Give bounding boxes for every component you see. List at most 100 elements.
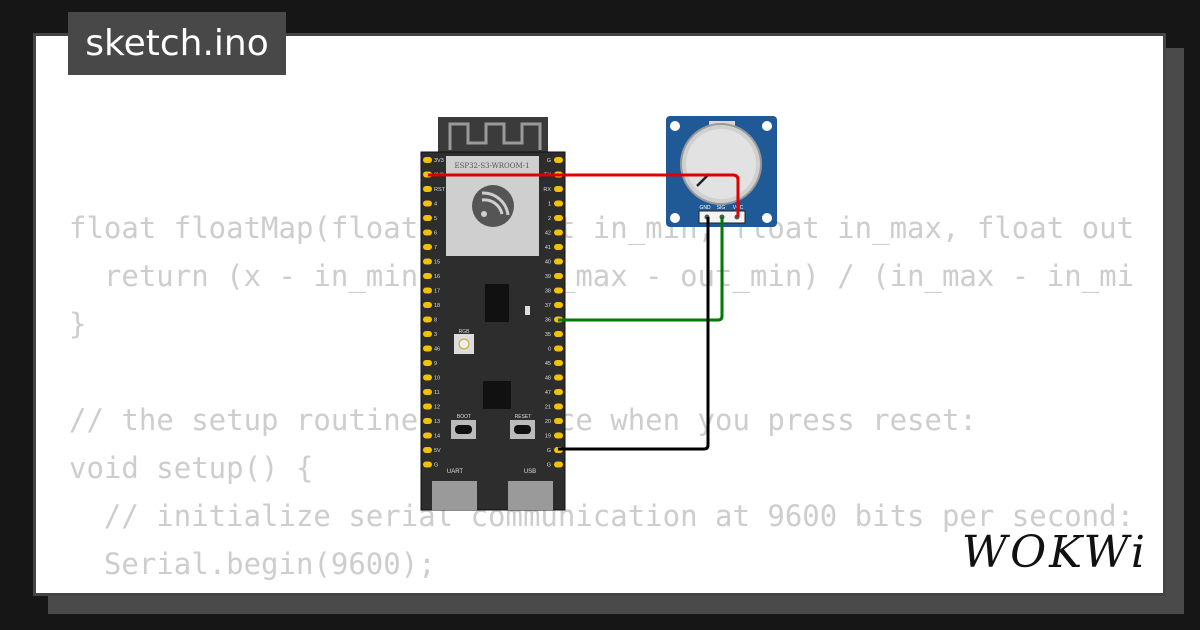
pin-label: 46 — [434, 347, 440, 353]
pin-pad[interactable] — [423, 302, 432, 308]
pin-pad[interactable] — [554, 345, 563, 352]
pin-label: 42 — [545, 231, 551, 237]
pin-pad[interactable] — [423, 316, 432, 323]
pin-label: 1 — [548, 202, 551, 208]
pin-label: 41 — [545, 245, 551, 251]
pin-pad[interactable] — [554, 229, 563, 236]
pin-label: 11 — [434, 390, 440, 396]
rgb-label: RGB — [459, 329, 471, 335]
pin-headers: 3V33V3RST4567151617188346910111213145VGG… — [423, 157, 563, 469]
code-line: void setup() { — [69, 451, 314, 485]
main-chip — [483, 381, 511, 409]
usb-chip — [485, 284, 509, 322]
signal-wire[interactable] — [558, 217, 724, 322]
pin-pad[interactable] — [423, 403, 432, 410]
pin-label: 15 — [434, 260, 440, 266]
pin-label: 3V3 — [434, 158, 444, 164]
pin-pad[interactable] — [423, 374, 432, 381]
pin-pad[interactable] — [423, 157, 432, 163]
code-line: // the setup routine runs once when you … — [69, 403, 977, 437]
usb-port — [508, 481, 553, 510]
pin-label: G — [547, 158, 551, 164]
pin-pad[interactable] — [423, 287, 432, 294]
pin-pad[interactable] — [423, 215, 432, 221]
module-label: ESP32-S3-WROOM-1 — [454, 162, 529, 170]
file-title: sketch.ino — [68, 12, 286, 75]
pin-pad[interactable] — [423, 432, 432, 439]
pin-pad[interactable] — [554, 403, 563, 410]
pin-pad[interactable] — [423, 258, 432, 265]
power-wire[interactable] — [428, 173, 740, 217]
pin-label: 17 — [434, 289, 440, 295]
pin-pad[interactable] — [554, 302, 563, 308]
pin-pad[interactable] — [554, 461, 563, 468]
reset-label: RESET — [515, 414, 532, 420]
pin-pad[interactable] — [554, 157, 563, 163]
pin-pad[interactable] — [554, 200, 563, 207]
code-background: float floatMap(float x, float in_min, fl… — [69, 204, 1134, 593]
pin-pad[interactable] — [554, 331, 563, 337]
pin-pad[interactable] — [423, 461, 432, 468]
pin-label: 21 — [545, 405, 551, 411]
pin-pad[interactable] — [554, 244, 563, 250]
pin-label: 39 — [545, 274, 551, 280]
pin-label: 12 — [434, 405, 440, 411]
espressif-logo-icon — [472, 185, 514, 227]
pot-pin-gnd: GND — [699, 205, 711, 211]
pin-pad[interactable] — [554, 287, 563, 294]
code-line: } — [69, 307, 87, 341]
pin-label: G — [547, 448, 551, 454]
pin-label: 9 — [434, 361, 437, 367]
antenna-trace — [448, 122, 542, 150]
pin-pad[interactable] — [423, 244, 432, 250]
pin-label: 3 — [434, 332, 437, 338]
pin-pad[interactable] — [554, 432, 563, 439]
pin-pad[interactable] — [554, 360, 563, 366]
pin-label: 2 — [548, 216, 551, 222]
pin-pad[interactable] — [554, 418, 563, 424]
pin-pad[interactable] — [554, 186, 563, 192]
pin-pad[interactable] — [554, 258, 563, 265]
pin-pad[interactable] — [423, 186, 432, 192]
pin-label: G — [434, 463, 438, 469]
pin-label: 10 — [434, 376, 440, 382]
pin-label: 5V — [434, 448, 441, 454]
pin-label: 0 — [548, 347, 551, 353]
pin-pad[interactable] — [423, 360, 432, 366]
pin-pad[interactable] — [423, 331, 432, 337]
pot-pin-sig: SIG — [717, 205, 726, 211]
pin-label: 45 — [545, 361, 551, 367]
pin-label: 7 — [434, 245, 437, 251]
uart-port — [432, 481, 477, 510]
usb-label: USB — [524, 469, 536, 475]
code-line: Serial.begin(9600); — [69, 547, 436, 581]
esp32-s3-board[interactable] — [420, 151, 566, 511]
pin-label: 6 — [434, 231, 437, 237]
led — [525, 306, 530, 315]
pin-pad[interactable] — [423, 447, 432, 453]
pin-pad[interactable] — [423, 200, 432, 207]
pin-pad[interactable] — [423, 418, 432, 424]
pin-pad[interactable] — [423, 229, 432, 236]
pin-label: 37 — [545, 303, 551, 309]
ground-wire[interactable] — [558, 217, 710, 451]
pin-pad[interactable] — [423, 389, 432, 395]
pin-pad[interactable] — [554, 215, 563, 221]
pin-pad[interactable] — [554, 374, 563, 381]
pin-label: 47 — [545, 390, 551, 396]
pin-pad[interactable] — [423, 273, 432, 279]
pin-label: 14 — [434, 434, 440, 440]
pin-label: 18 — [434, 303, 440, 309]
pin-pad[interactable] — [423, 345, 432, 352]
preview-card: float floatMap(float x, float in_min, fl… — [33, 33, 1166, 596]
pin-label: 38 — [545, 289, 551, 295]
pin-label: 13 — [434, 419, 440, 425]
pin-label: 5 — [434, 216, 437, 222]
pin-label: G — [547, 463, 551, 469]
uart-label: UART — [447, 469, 464, 475]
pin-pad[interactable] — [554, 389, 563, 395]
pin-pad[interactable] — [554, 273, 563, 279]
pin-label: 35 — [545, 332, 551, 338]
pin-label: 8 — [434, 318, 437, 324]
